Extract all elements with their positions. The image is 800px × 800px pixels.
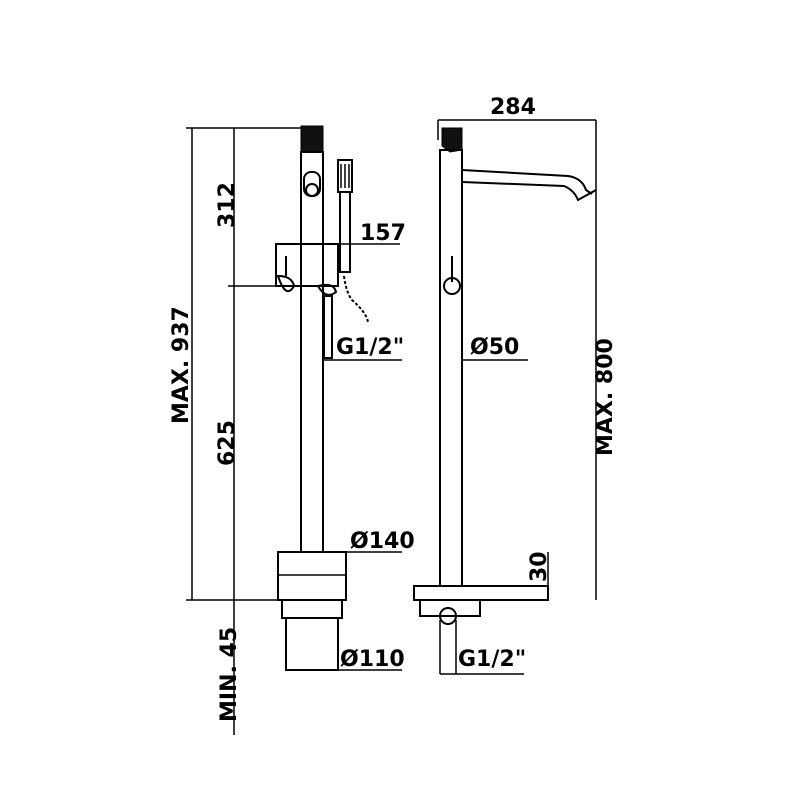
column: [300, 151, 324, 553]
side-column: [439, 149, 463, 587]
dim-floor-depth: MIN. 45: [217, 627, 242, 722]
dim-hand-shower-offset: 157: [360, 221, 406, 246]
floor-box: [281, 599, 343, 619]
side-floor-connection: [419, 599, 481, 617]
floor-box-lower: [285, 617, 339, 671]
dim-spout-reach: 284: [490, 95, 536, 120]
dim-upper-height: 312: [215, 182, 240, 228]
dim-base-plate-diameter: Ø140: [350, 529, 415, 554]
dim-base-plate-thickness: 30: [527, 551, 552, 582]
spout: [461, 169, 593, 195]
dim-right-inlet-thread: G1/2": [458, 647, 526, 672]
side-top-cap: [441, 127, 463, 153]
dim-left-inlet-thread: G1/2": [336, 335, 404, 360]
dim-total-height: MAX. 937: [169, 306, 194, 424]
dim-lower-height: 625: [215, 420, 240, 466]
dim-spout-height: MAX. 800: [593, 338, 618, 456]
dim-floor-box-diameter: Ø110: [340, 647, 405, 672]
holder-block: [275, 243, 339, 287]
base-plate: [277, 551, 347, 601]
dim-spout-diameter: Ø50: [470, 335, 519, 360]
hose: [343, 275, 369, 323]
hand-shower-handle: [339, 191, 351, 273]
side-base-plate: [413, 585, 549, 601]
top-cap: [300, 125, 324, 153]
front-view: [186, 125, 402, 735]
side-view: [413, 119, 597, 675]
